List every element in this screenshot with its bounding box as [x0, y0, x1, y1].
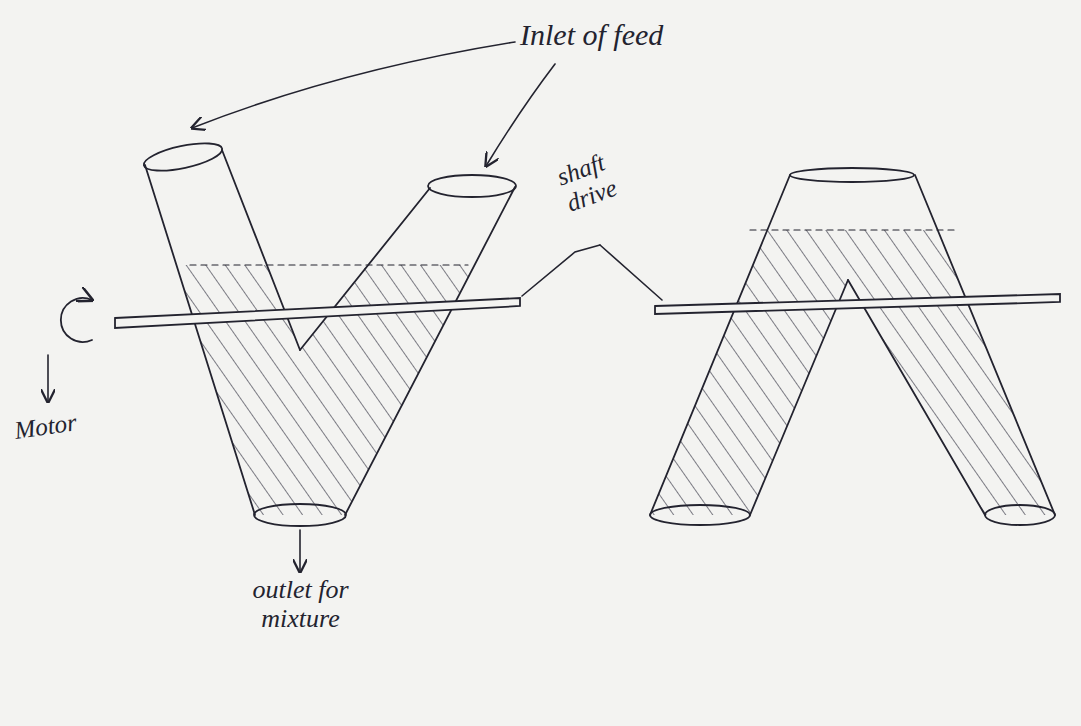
annotation-label: Motor — [13, 403, 116, 444]
leader-lines — [48, 42, 662, 572]
inverted-v-blender — [650, 168, 1060, 525]
v-blender-side — [61, 138, 520, 526]
annotation-label: shaft drive — [553, 134, 656, 216]
mixture-hatching — [650, 230, 1055, 515]
annotation-label: outlet for mixture — [218, 576, 383, 633]
annotation-label: Inlet of feed — [520, 18, 780, 51]
fill-level — [190, 264, 468, 265]
rotation-arrow — [61, 298, 92, 342]
drive-shaft — [115, 298, 520, 328]
drive-shaft — [655, 294, 1060, 314]
